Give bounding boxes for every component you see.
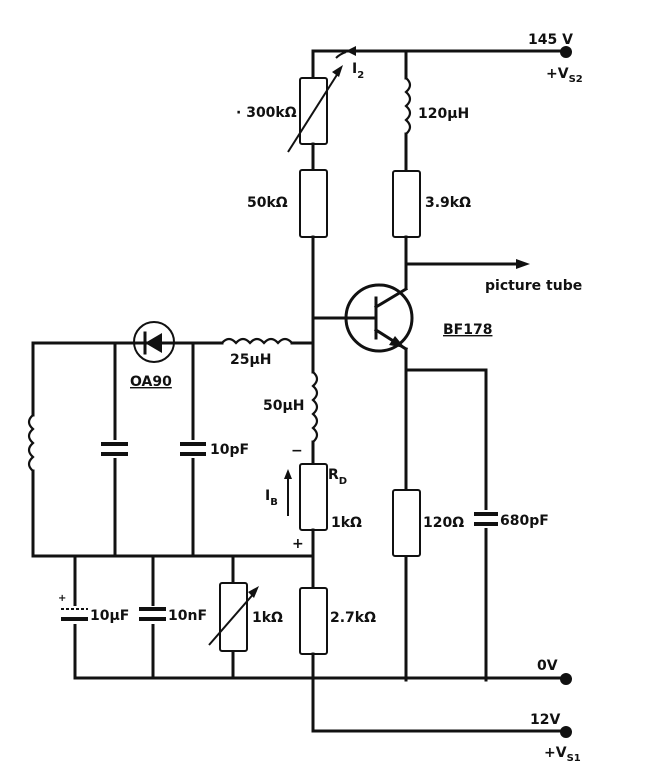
ib-label: IB bbox=[265, 488, 278, 508]
l-25u-label: 25μH bbox=[230, 352, 272, 368]
resistor-rd bbox=[299, 463, 328, 531]
diode-label: OA90 bbox=[130, 374, 172, 390]
rd-minus: − bbox=[291, 443, 303, 459]
pot-300k-label: · 300kΩ bbox=[236, 105, 297, 121]
resistor-2k7 bbox=[299, 587, 328, 655]
i2-label: I2 bbox=[352, 61, 364, 81]
terminal-vs1[interactable] bbox=[560, 726, 572, 738]
inductor-25u bbox=[221, 337, 293, 345]
resistor-120 bbox=[392, 489, 421, 557]
resistor-3k9 bbox=[392, 170, 421, 238]
inductor-50u bbox=[311, 371, 319, 443]
vs2-voltage-label: 145 V bbox=[528, 32, 573, 48]
c-10p-label: 10pF bbox=[210, 442, 249, 458]
pot-1k bbox=[208, 582, 259, 652]
rd-name-label: RD bbox=[328, 467, 347, 487]
terminal-vs2[interactable] bbox=[560, 46, 572, 58]
output-arrow-icon bbox=[516, 259, 530, 269]
diode-oa90 bbox=[132, 321, 176, 363]
transistor-bf178 bbox=[311, 283, 414, 353]
c-10u-polarity: + bbox=[58, 593, 66, 604]
r-2k7-label: 2.7kΩ bbox=[330, 610, 376, 626]
vs1-voltage-label: 12V bbox=[530, 712, 560, 728]
c-680p-label: 680pF bbox=[500, 513, 549, 529]
vs1-name-label: +VS1 bbox=[544, 745, 581, 764]
l-120u-label: 120μH bbox=[418, 106, 469, 122]
c-10n-label: 10nF bbox=[168, 608, 207, 624]
r-50k-label: 50kΩ bbox=[247, 195, 288, 211]
current-arrow-i2-head bbox=[346, 46, 356, 56]
resistor-50k bbox=[299, 169, 328, 238]
ground-label: 0V bbox=[537, 658, 558, 674]
vs2-name-label: +VS2 bbox=[546, 66, 583, 85]
terminal-ground[interactable] bbox=[560, 673, 572, 685]
output-label: picture tube bbox=[485, 278, 582, 294]
rd-plus: + bbox=[292, 536, 304, 552]
inductor-120u bbox=[404, 77, 412, 135]
l-50u-label: 50μH bbox=[263, 398, 305, 414]
c-10u-label: 10μF bbox=[90, 608, 129, 624]
current-arrow-i2 bbox=[335, 51, 347, 59]
r-3k9-label: 3.9kΩ bbox=[425, 195, 471, 211]
inductor-left bbox=[27, 414, 35, 472]
pot-1k-label: 1kΩ bbox=[252, 610, 283, 626]
rd-value-label: 1kΩ bbox=[331, 515, 362, 531]
r-120-label: 120Ω bbox=[423, 515, 464, 531]
transistor-label: BF178 bbox=[443, 322, 492, 338]
